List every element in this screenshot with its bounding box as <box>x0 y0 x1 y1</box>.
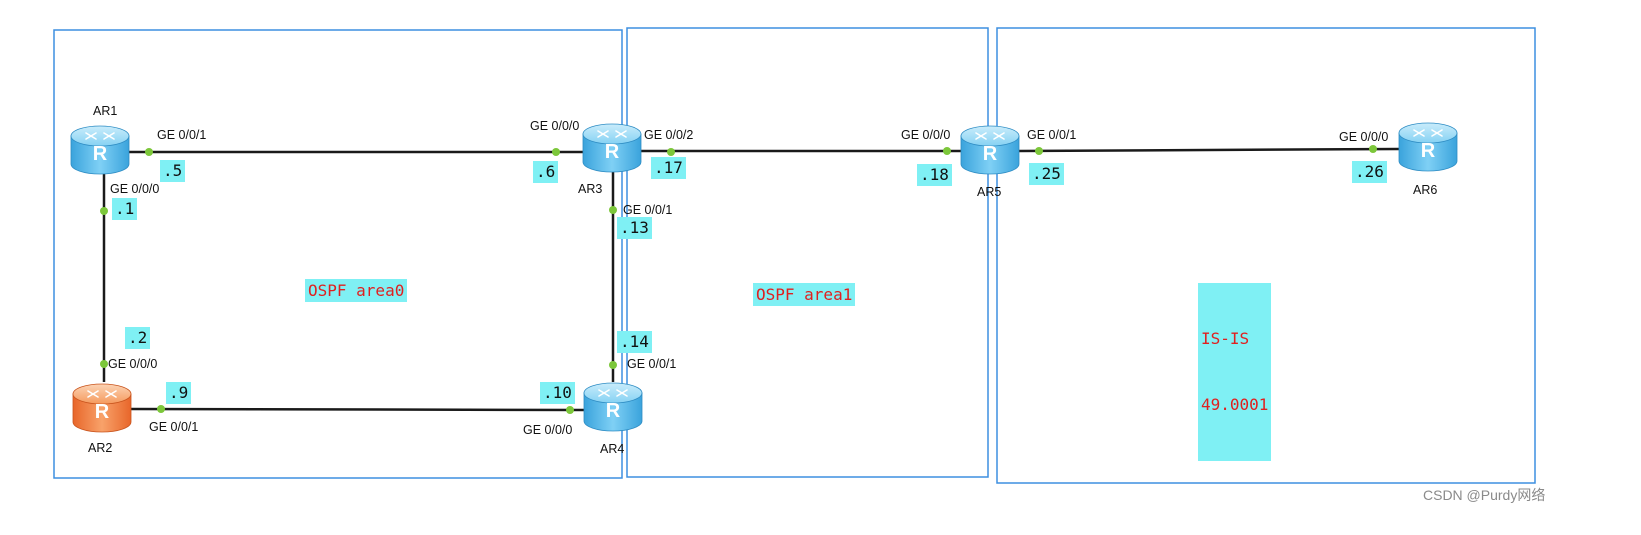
area1-box <box>626 27 989 478</box>
port-dot-ar5-ge001 <box>1035 147 1043 155</box>
svg-text:R: R <box>983 143 998 165</box>
address-label-ar3-ge001: .13 <box>617 217 652 239</box>
area-label-isis-line1: IS-IS <box>1201 329 1250 348</box>
router-name-ar2: AR2 <box>88 441 113 455</box>
address-label-ar5-ge001: .25 <box>1029 163 1064 185</box>
port-label-ar3-ge002: GE 0/0/2 <box>644 128 694 142</box>
router-icon-ar3[interactable]: R <box>582 123 642 173</box>
area-label-isis: IS-IS 49.0001 <box>1198 283 1272 461</box>
port-label-ar4-ge000: GE 0/0/0 <box>523 423 573 437</box>
link-ar5-ar6 <box>1017 147 1401 153</box>
port-label-ar5-ge001: GE 0/0/1 <box>1027 128 1077 142</box>
area-label-ospf-area1: OSPF area1 <box>753 283 856 306</box>
router-icon-ar4[interactable]: R <box>583 382 643 432</box>
router-name-ar6: AR6 <box>1413 183 1438 197</box>
router-name-ar3: AR3 <box>578 182 603 196</box>
isis-box <box>996 27 1536 484</box>
router-icon-ar6[interactable]: R <box>1398 122 1458 172</box>
port-label-ar3-ge001: GE 0/0/1 <box>623 203 673 217</box>
port-dot-ar3-ge000 <box>552 148 560 156</box>
area-label-isis-line2: 49.0001 <box>1201 395 1269 414</box>
port-dot-ar2-ge000 <box>100 360 108 368</box>
address-label-ar2-ge000: .2 <box>125 327 151 349</box>
port-dot-ar5-ge000 <box>943 147 951 155</box>
port-label-ar5-ge000: GE 0/0/0 <box>901 128 951 142</box>
router-icon-ar2[interactable]: R <box>72 383 132 433</box>
address-label-ar1-ge000: .1 <box>112 198 138 220</box>
port-label-ar1-ge000: GE 0/0/0 <box>110 182 160 196</box>
port-label-ar2-ge000: GE 0/0/0 <box>108 357 158 371</box>
router-name-ar4: AR4 <box>600 442 625 456</box>
area0-box <box>53 29 623 479</box>
port-label-ar6-ge000: GE 0/0/0 <box>1339 130 1389 144</box>
port-dot-ar2-ge001 <box>157 405 165 413</box>
watermark: CSDN @Purdy网络 <box>1423 487 1546 503</box>
router-icon-ar5[interactable]: R <box>960 125 1020 175</box>
router-icon-ar1[interactable]: R <box>70 125 130 175</box>
port-dot-ar1-ge000 <box>100 207 108 215</box>
svg-text:R: R <box>605 141 620 163</box>
address-label-ar4-ge001: .14 <box>617 331 652 353</box>
address-label-ar5-ge000: .18 <box>917 164 952 186</box>
address-label-ar3-ge000: .6 <box>533 161 559 183</box>
address-label-ar6-ge000: .26 <box>1352 161 1387 183</box>
address-label-ar1-ge001: .5 <box>160 160 186 182</box>
port-dots <box>100 145 1377 414</box>
port-dot-ar3-ge001 <box>609 206 617 214</box>
port-dot-ar6-ge000 <box>1369 145 1377 153</box>
router-name-ar5: AR5 <box>977 185 1002 199</box>
port-dot-ar4-ge001 <box>609 361 617 369</box>
svg-text:R: R <box>95 401 110 423</box>
port-dot-ar3-ge002 <box>667 148 675 156</box>
link-ar2-ar4 <box>129 407 586 412</box>
port-label-ar3-ge000: GE 0/0/0 <box>530 119 580 133</box>
port-label-ar4-ge001: GE 0/0/1 <box>627 357 677 371</box>
svg-text:R: R <box>93 143 108 165</box>
router-name-ar1: AR1 <box>93 104 118 118</box>
address-label-ar2-ge001: .9 <box>166 382 192 404</box>
port-label-ar2-ge001: GE 0/0/1 <box>149 420 199 434</box>
address-label-ar3-ge002: .17 <box>651 157 686 179</box>
area-label-ospf-area0: OSPF area0 <box>305 279 408 302</box>
port-label-ar1-ge001: GE 0/0/1 <box>157 128 207 142</box>
svg-text:R: R <box>606 400 621 422</box>
port-dot-ar1-ge001 <box>145 148 153 156</box>
address-label-ar4-ge000: .10 <box>540 382 575 404</box>
port-dot-ar4-ge000 <box>566 406 574 414</box>
svg-text:R: R <box>1421 140 1436 162</box>
